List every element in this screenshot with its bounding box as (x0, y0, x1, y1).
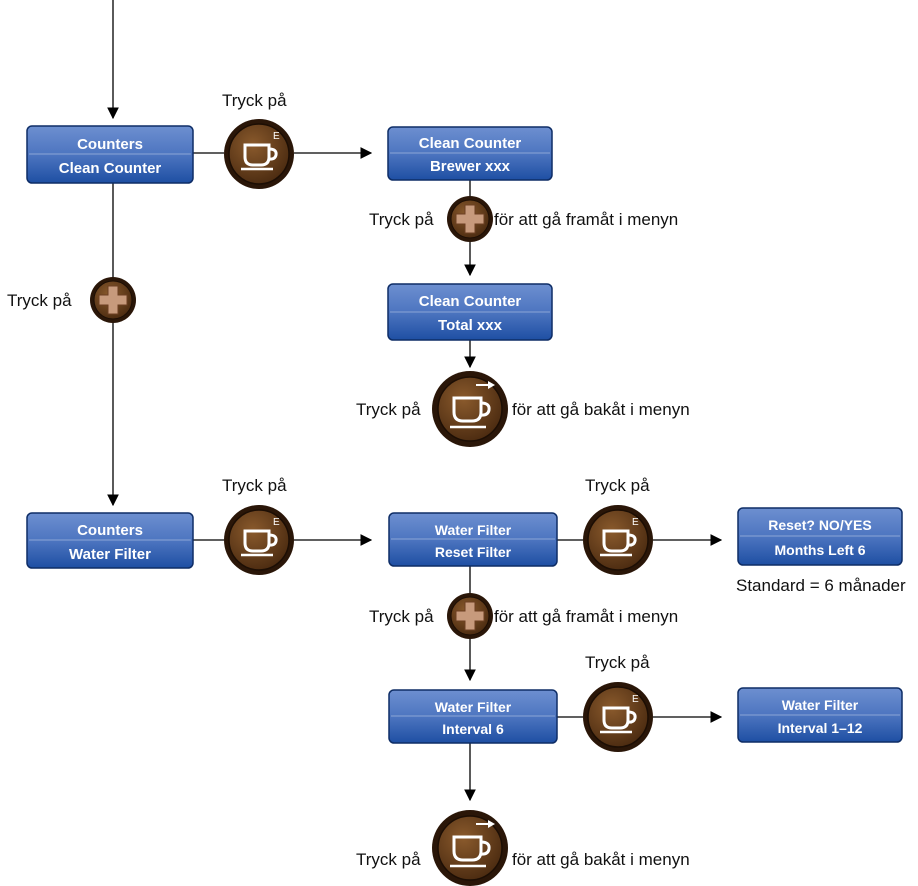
back-label: för att gå bakåt i menyn (512, 400, 690, 419)
press-label: Tryck på (356, 400, 421, 419)
menu-box-interval-range: Water Filter Interval 1–12 (737, 687, 903, 743)
box-line2: Months Left 6 (775, 542, 866, 558)
back-label: för att gå bakåt i menyn (512, 850, 690, 869)
forward-label: för att gå framåt i menyn (494, 210, 678, 229)
box-line2: Clean Counter (59, 160, 162, 177)
plus-button-icon (90, 277, 136, 323)
press-label: Tryck på (585, 476, 650, 495)
forward-label: för att gå framåt i menyn (494, 607, 678, 626)
back-button-icon (432, 371, 508, 447)
press-label: Tryck på (585, 653, 650, 672)
instruction-labels: Tryck på Tryck på Tryck på för att gå fr… (7, 91, 906, 869)
enter-letter: E (632, 694, 639, 705)
back-button-icon (432, 810, 508, 886)
box-line1: Counters (77, 136, 143, 153)
enter-letter: E (273, 517, 280, 528)
box-line2: Reset Filter (435, 544, 512, 560)
box-line2: Water Filter (69, 546, 151, 563)
enter-letter: E (632, 517, 639, 528)
menu-box-counters-water: Counters Water Filter (26, 512, 194, 569)
menu-box-reset-confirm: Reset? NO/YES Months Left 6 (737, 507, 903, 566)
box-line1: Counters (77, 522, 143, 539)
box-line1: Water Filter (435, 699, 512, 715)
press-label: Tryck på (369, 210, 434, 229)
menu-box-clean-total: Clean Counter Total xxx (387, 283, 553, 341)
press-label: Tryck på (222, 476, 287, 495)
press-label: Tryck på (369, 607, 434, 626)
press-label: Tryck på (7, 291, 72, 310)
box-line2: Brewer xxx (430, 158, 511, 175)
box-line2: Interval 1–12 (778, 720, 863, 736)
press-label: Tryck på (222, 91, 287, 110)
plus-button-icon (447, 196, 493, 242)
press-label: Tryck på (356, 850, 421, 869)
box-line1: Reset? NO/YES (768, 517, 871, 533)
enter-letter: E (273, 131, 280, 142)
box-line1: Water Filter (782, 697, 859, 713)
menu-box-clean-brewer: Clean Counter Brewer xxx (387, 126, 553, 181)
menu-box-water-interval: Water Filter Interval 6 (388, 689, 558, 744)
box-line1: Water Filter (435, 522, 512, 538)
box-line1: Clean Counter (419, 135, 522, 152)
menu-box-counters-clean: Counters Clean Counter (26, 125, 194, 184)
box-line2: Total xxx (438, 317, 503, 334)
standard-note: Standard = 6 månader (736, 576, 906, 595)
enter-button-icon: E (224, 119, 294, 189)
enter-button-icon: E (224, 505, 294, 575)
menu-box-water-reset: Water Filter Reset Filter (388, 512, 558, 567)
plus-button-icon (447, 593, 493, 639)
enter-button-icon: E (583, 505, 653, 575)
box-line1: Clean Counter (419, 293, 522, 310)
enter-button-icon: E (583, 682, 653, 752)
box-line2: Interval 6 (442, 721, 504, 737)
